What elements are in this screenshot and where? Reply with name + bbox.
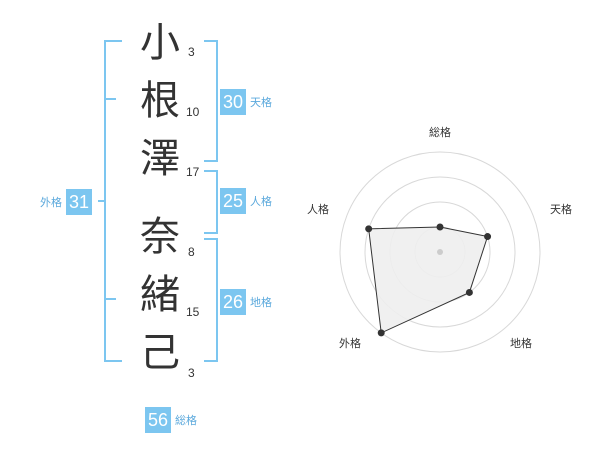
radar-axis-label-gaikaku: 外格 — [339, 337, 361, 350]
radar-point-2 — [484, 233, 492, 241]
tenkaku-label: 天格 — [250, 96, 273, 109]
tenkaku-badge: 30 天格 — [220, 89, 272, 115]
chikaku-label: 地格 — [250, 296, 273, 309]
stroke-count-6: 3 — [188, 366, 195, 380]
jinkaku-value: 25 — [220, 188, 247, 214]
name-char-4: 奈 — [140, 214, 180, 260]
gaikaku-badge: 31 外格 — [40, 189, 93, 215]
name-char-3: 澤 — [140, 136, 180, 182]
radar-axis-label-soukaku: 総格 — [429, 126, 451, 139]
gaikaku-label: 外格 — [40, 196, 62, 209]
jinkaku-badge: 25 人格 — [220, 188, 272, 214]
stroke-count-2: 10 — [186, 105, 200, 119]
radar-point-4 — [377, 329, 385, 337]
radar-point-3 — [465, 288, 473, 296]
jinkaku-label: 人格 — [250, 195, 273, 208]
chikaku-value: 26 — [220, 289, 247, 315]
name-char-6: 己 — [140, 330, 180, 376]
radar-center — [437, 249, 443, 255]
stroke-count-5: 15 — [186, 305, 200, 319]
radar-point-5 — [365, 225, 373, 233]
radar-axis-label-jinkaku: 人格 — [307, 203, 329, 216]
soukaku-label: 総格 — [175, 414, 198, 427]
tenkaku-value: 30 — [220, 89, 247, 115]
bracket-connector — [98, 200, 106, 202]
radar-axis-label-tenkaku: 天格 — [550, 203, 572, 216]
name-char-2: 根 — [140, 78, 180, 124]
soukaku-value: 56 — [145, 407, 172, 433]
tenkaku-bracket — [204, 40, 218, 162]
stroke-count-1: 3 — [188, 45, 195, 59]
chikaku-badge: 26 地格 — [220, 289, 272, 315]
jinkaku-bracket — [204, 170, 218, 234]
bracket-tick — [104, 98, 116, 100]
stroke-count-4: 8 — [188, 245, 195, 259]
gaikaku-value: 31 — [66, 189, 93, 215]
bracket-tick — [104, 298, 116, 300]
radar-point-1 — [436, 223, 444, 231]
radar-axis-label-chikaku: 地格 — [510, 337, 532, 350]
radar-value-polygon — [368, 226, 489, 334]
name-char-1: 小 — [140, 20, 180, 66]
name-char-5: 緒 — [140, 272, 180, 318]
chikaku-bracket — [204, 238, 218, 362]
soukaku-badge: 56 総格 — [145, 407, 197, 433]
stroke-count-3: 17 — [186, 165, 200, 179]
